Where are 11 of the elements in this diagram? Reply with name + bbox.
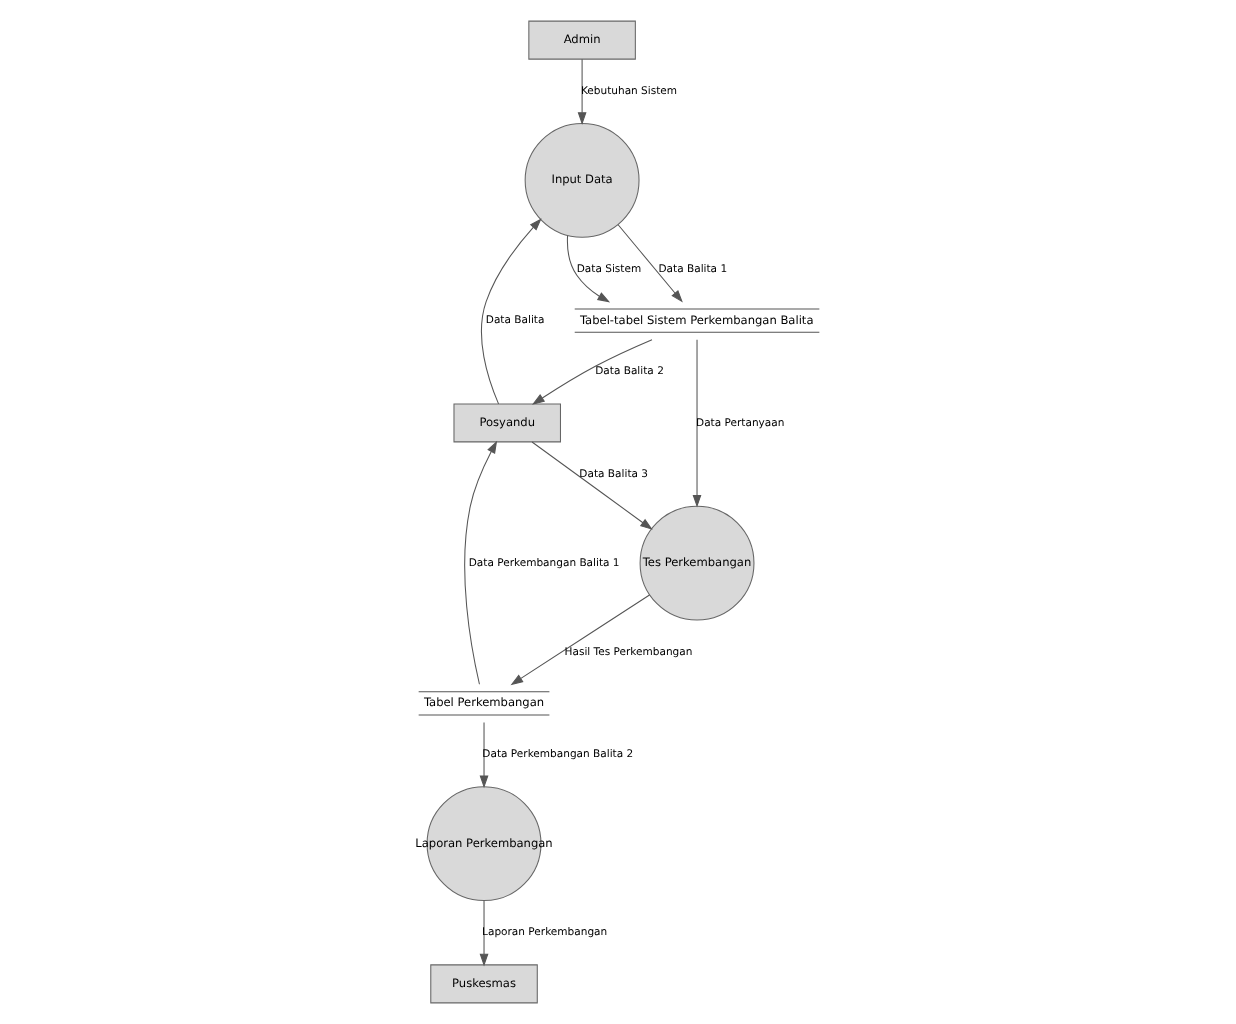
arrow [576, 58, 586, 125]
arrow [478, 721, 488, 789]
arrow [463, 440, 497, 685]
arrow [479, 218, 541, 405]
arrow [565, 235, 610, 303]
arrow [530, 441, 652, 530]
arrow [509, 594, 649, 686]
arrow [616, 224, 682, 303]
arrow [691, 339, 701, 508]
arrow [531, 339, 652, 405]
arrow [478, 900, 488, 967]
